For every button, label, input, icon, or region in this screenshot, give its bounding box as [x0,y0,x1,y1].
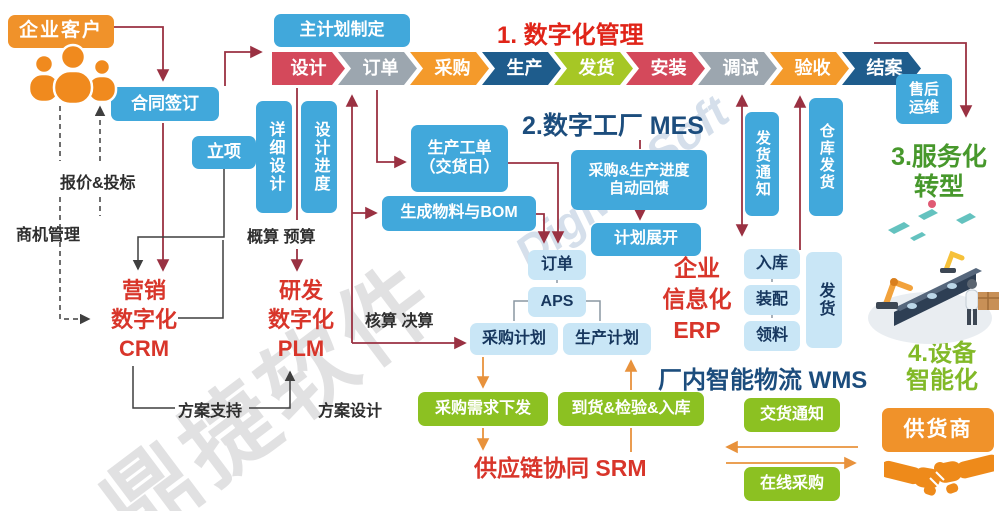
customers-icon [27,43,118,104]
node-warehousing: 入库 [744,249,800,279]
node-enterprise-customer: 企业客户 [8,15,114,48]
title-plm: 研发 数字化 PLM [267,278,334,361]
node-assembly: 装配 [744,285,800,315]
title-srm: 供应链协同 SRM [474,455,647,481]
process-step-shipment: 发货 [554,52,633,85]
label-estimate-budget: 概算 预算 [247,229,316,246]
node-delivery-notice: 交货通知 [744,398,840,432]
label-quote-bidding: 报价&投标 [60,175,136,192]
label-opportunity-management: 商机管理 [16,227,81,244]
node-warehouse-shipping: 仓库发货 [809,98,843,216]
node-purchase-plan: 采购计划 [470,323,558,355]
title-erp: 企业 信息化 ERP [662,255,732,343]
title-mes: 2.数字工厂 MES [522,112,704,140]
process-step-design: 设计 [272,52,345,85]
node-shipping: 发货 [806,252,842,348]
label-final-accounting: 核算 决算 [365,313,434,330]
title-equipment-intelligence: 4.设备 智能化 [906,340,978,394]
node-progress-feedback: 采购&生产进度 自动回馈 [571,150,707,210]
node-design-progress: 设计进度 [301,101,337,213]
handshake-icon [884,454,994,496]
node-supplier: 供货商 [882,408,994,452]
title-crm: 营销 数字化 CRM [110,278,177,361]
smart-factory-illustration [868,200,999,344]
node-after-sales-ops: 售后 运维 [896,74,952,124]
node-purchase-demand-release: 采购需求下发 [418,392,548,426]
node-master-plan: 主计划制定 [274,14,410,47]
process-step-purchase: 采购 [410,52,489,85]
process-step-order: 订单 [338,52,417,85]
title-service-transformation: 3.服务化 转型 [891,143,987,201]
node-contract-signing: 合同签订 [111,87,219,121]
process-step-installation: 安装 [626,52,705,85]
node-material-picking: 领料 [744,321,800,351]
label-solution-support: 方案支持 [178,403,243,420]
title-digital-management: 1. 数字化管理 [497,22,644,49]
node-shipping-notice: 发货通知 [745,112,779,216]
title-wms: 厂内智能物流 WMS [658,367,868,394]
process-flow: 设计 订单 采购 生产 发货 安装 调试 验收 结案 [272,52,921,85]
label-solution-design: 方案设计 [318,403,383,420]
node-production-plan: 生产计划 [563,323,651,355]
process-step-acceptance: 验收 [770,52,849,85]
node-detailed-design: 详细设计 [256,101,292,213]
process-step-closing: 结案 [842,52,921,85]
node-production-work-order: 生产工单 （交货日） [411,125,508,192]
node-online-purchasing: 在线采购 [744,467,840,501]
node-aps: APS [528,287,586,317]
node-generate-material-bom: 生成物料与BOM [382,196,536,231]
node-arrival-inspection-warehousing: 到货&检验&入库 [558,392,704,426]
node-project-initiation: 立项 [192,136,256,169]
node-plan-expansion: 计划展开 [591,223,701,256]
node-order: 订单 [528,250,586,280]
process-step-production: 生产 [482,52,561,85]
process-step-commissioning: 调试 [698,52,777,85]
